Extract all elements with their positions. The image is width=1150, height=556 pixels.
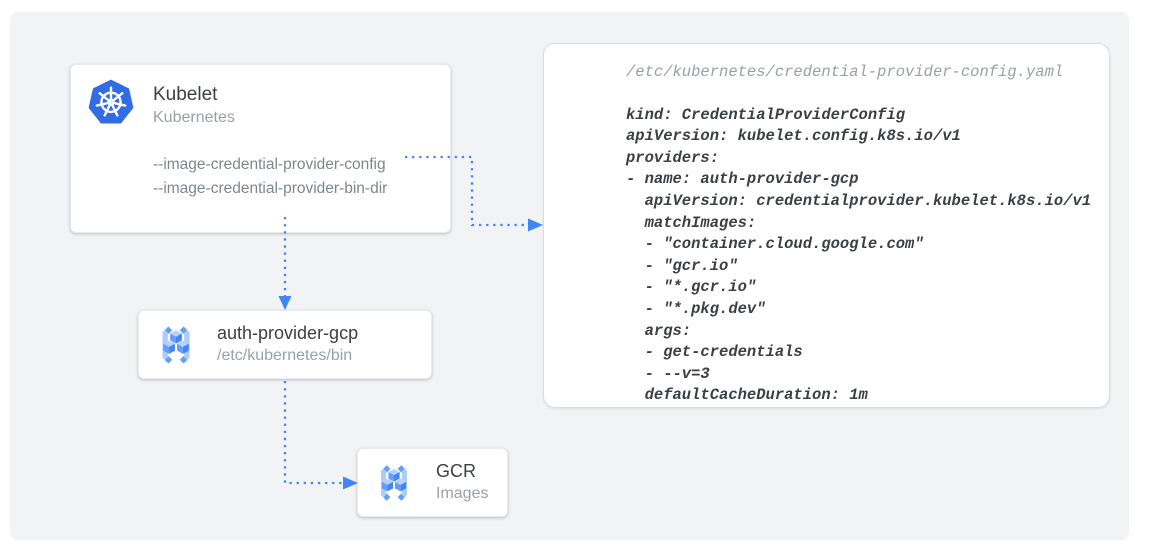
credential-provider-config-panel: /etc/kubernetes/credential-provider-conf… — [543, 43, 1110, 408]
code-line: - get-credentials — [626, 343, 803, 362]
gcr-registry-icon — [153, 322, 199, 368]
code-line: - "*.pkg.dev" — [626, 299, 766, 318]
code-line: providers: — [626, 148, 720, 167]
auth-provider-title: auth-provider-gcp — [217, 323, 359, 343]
code-line: - --v=3 — [626, 364, 710, 383]
gcr-subtitle: Images — [436, 485, 489, 502]
code-line: args: — [626, 321, 692, 340]
kubelet-card-text: Kubelet Kubernetes — [153, 77, 235, 129]
auth-provider-path: /etc/kubernetes/bin — [217, 347, 353, 364]
code-line: - "*.gcr.io" — [626, 278, 757, 297]
code-line: - name: auth-provider-gcp — [626, 170, 859, 189]
flag-image-credential-provider-bin-dir: --image-credential-provider-bin-dir — [153, 180, 388, 197]
gcr-registry-icon — [372, 461, 416, 505]
kubelet-card: Kubelet Kubernetes --image-credential-pr… — [70, 64, 451, 233]
code-line: kind: CredentialProviderConfig — [626, 105, 906, 124]
kubelet-subtitle: Kubernetes — [153, 109, 235, 126]
gcr-card-text: GCR Images — [436, 460, 488, 505]
gcr-title: GCR — [436, 461, 476, 481]
code-line: - "gcr.io" — [626, 256, 738, 275]
config-file-path: /etc/kubernetes/credential-provider-conf… — [626, 63, 1064, 81]
code-line: matchImages: — [626, 213, 757, 232]
kubernetes-icon — [87, 79, 135, 127]
code-line: apiVersion: credentialprovider.kubelet.k… — [626, 191, 1092, 210]
kubelet-title: Kubelet — [153, 84, 218, 105]
config-yaml-body: kind: CredentialProviderConfig apiVersio… — [626, 105, 1099, 407]
code-line: apiVersion: kubelet.config.k8s.io/v1 — [626, 127, 961, 146]
auth-provider-gcp-card: auth-provider-gcp /etc/kubernetes/bin — [138, 310, 432, 379]
flag-image-credential-provider-config: --image-credential-provider-config — [153, 156, 386, 173]
gcr-card: GCR Images — [357, 448, 508, 517]
kubelet-flags: --image-credential-provider-config --ima… — [153, 153, 450, 201]
code-line: defaultCacheDuration: 1m — [626, 386, 868, 405]
auth-card-text: auth-provider-gcp /etc/kubernetes/bin — [217, 322, 358, 367]
code-line: - "container.cloud.google.com" — [626, 235, 924, 254]
